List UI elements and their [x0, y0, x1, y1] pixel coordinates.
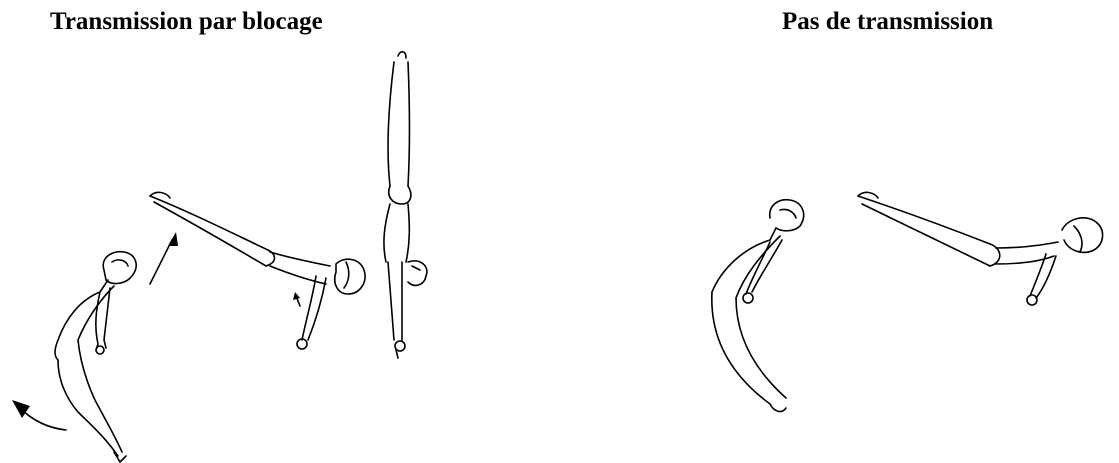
- figure-horizontal: [150, 192, 365, 349]
- figure-pike-start: [55, 252, 136, 462]
- figure-horizontal-no-transmission: [858, 192, 1103, 305]
- figure-handstand: [384, 52, 427, 358]
- figure-pike-no-transmission: [712, 200, 804, 412]
- rotation-arrow: [12, 400, 66, 430]
- direction-arrow: [150, 232, 178, 284]
